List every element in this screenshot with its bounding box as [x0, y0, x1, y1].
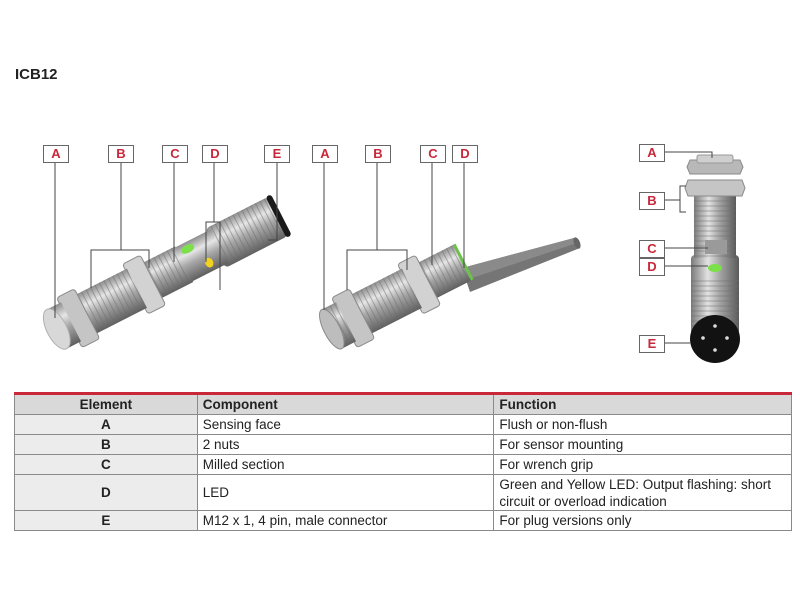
callout-d: D	[202, 145, 228, 163]
led-green-icon	[708, 264, 722, 272]
header-function: Function	[493, 393, 792, 415]
connector-pin	[725, 336, 729, 340]
table-row: A Sensing face Flush or non-flush	[14, 414, 792, 435]
callout-d: D	[639, 258, 665, 276]
sensor-illustrations	[42, 151, 746, 363]
header-element: Element	[14, 393, 198, 415]
table-row: D LED Green and Yellow LED: Output flash…	[14, 474, 792, 511]
callout-e: E	[264, 145, 290, 163]
plug-version-leaders	[54, 162, 278, 318]
header-component: Component	[196, 393, 495, 415]
product-title: ICB12	[15, 66, 58, 83]
cell-function: Green and Yellow LED: Output flashing: s…	[493, 474, 792, 511]
callout-b: B	[639, 192, 665, 210]
cell-function: For sensor mounting	[493, 434, 792, 455]
cable-version-leaders	[323, 162, 465, 310]
table-row: E M12 x 1, 4 pin, male connector For plu…	[14, 510, 792, 531]
table-row: B 2 nuts For sensor mounting	[14, 434, 792, 455]
cell-component: Sensing face	[196, 414, 495, 435]
cell-function: For plug versions only	[493, 510, 792, 531]
led-yellow-icon	[205, 257, 214, 268]
cell-component: LED	[196, 474, 495, 511]
cell-element: B	[14, 434, 198, 455]
callout-c: C	[639, 240, 665, 258]
cell-component: M12 x 1, 4 pin, male connector	[196, 510, 495, 531]
cell-element: E	[14, 510, 198, 531]
cell-element: C	[14, 454, 198, 475]
cell-element: D	[14, 474, 198, 511]
connector-pin	[713, 324, 717, 328]
callout-a: A	[43, 145, 69, 163]
cell-component: Milled section	[196, 454, 495, 475]
table-header-row: Element Component Function	[14, 393, 792, 415]
connector-pin	[713, 348, 717, 352]
callout-a: A	[312, 145, 338, 163]
callout-b: B	[108, 145, 134, 163]
cell-component: 2 nuts	[196, 434, 495, 455]
callout-d: D	[452, 145, 478, 163]
front-view-sensor	[684, 154, 746, 363]
callout-a: A	[639, 144, 665, 162]
connector-pin	[701, 336, 705, 340]
plug-version-sensor	[42, 195, 291, 350]
cell-element: A	[14, 414, 198, 435]
element-table: Element Component Function A Sensing fac…	[14, 392, 792, 531]
cell-function: For wrench grip	[493, 454, 792, 475]
callout-c: C	[162, 145, 188, 163]
callout-c: C	[420, 145, 446, 163]
led-green-icon	[181, 244, 195, 254]
callout-e: E	[639, 335, 665, 353]
callout-b: B	[365, 145, 391, 163]
table-row: C Milled section For wrench grip	[14, 454, 792, 475]
front-view-leaders	[664, 151, 713, 344]
cell-function: Flush or non-flush	[493, 414, 792, 435]
cable-version-sensor	[319, 237, 581, 350]
